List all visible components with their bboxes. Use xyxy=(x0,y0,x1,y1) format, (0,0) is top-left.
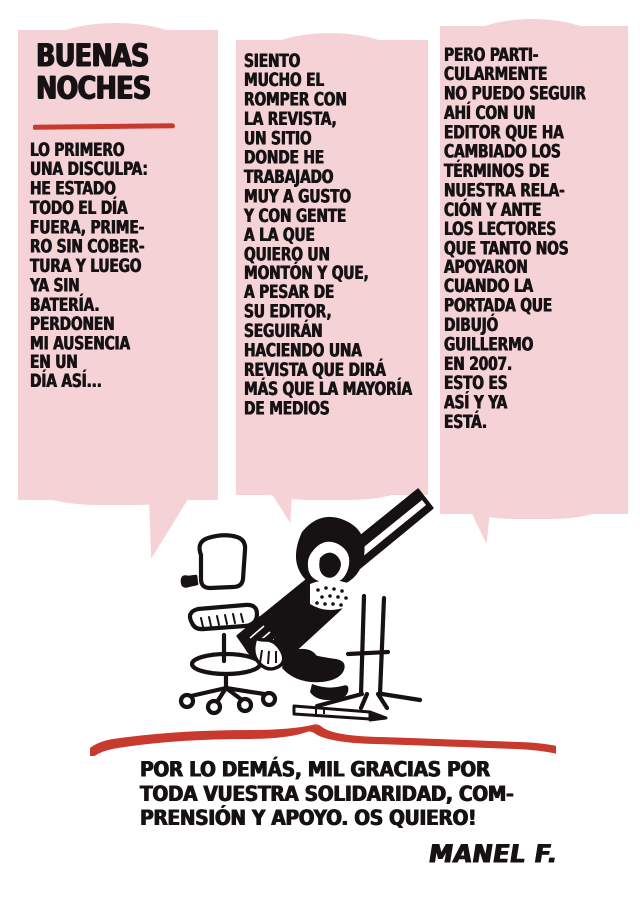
pencil-icon xyxy=(292,704,388,722)
speech-bubble-1-shape xyxy=(18,23,218,505)
speech-bubble-2-text: SIENTO MUCHO EL ROMPER CON LA REVISTA, U… xyxy=(244,49,412,420)
cartoonist-illustration xyxy=(178,488,434,722)
drafting-table-icon xyxy=(314,593,423,711)
speech-bubble-3-text: PERO PARTI- CULARMENTE NO PUEDO SEGUIR A… xyxy=(444,43,586,433)
caption-text: POR LO DEMÁS, MIL GRACIAS POR TODA VUEST… xyxy=(140,758,514,831)
speech-bubble-1 xyxy=(18,23,218,505)
speech-bubble-2 xyxy=(236,33,428,500)
speech-bubble-3 xyxy=(440,19,628,519)
seated-figure xyxy=(243,516,365,701)
office-chair-icon xyxy=(178,533,278,716)
red-brush-divider xyxy=(90,724,556,756)
artist-signature: MANEL F. xyxy=(427,839,561,869)
speech-bubble-1-title: BUENAS NOCHES xyxy=(36,36,151,106)
speech-bubble-1-text: LO PRIMERO UNA DISCULPA: HE ESTADO TODO … xyxy=(30,138,148,393)
